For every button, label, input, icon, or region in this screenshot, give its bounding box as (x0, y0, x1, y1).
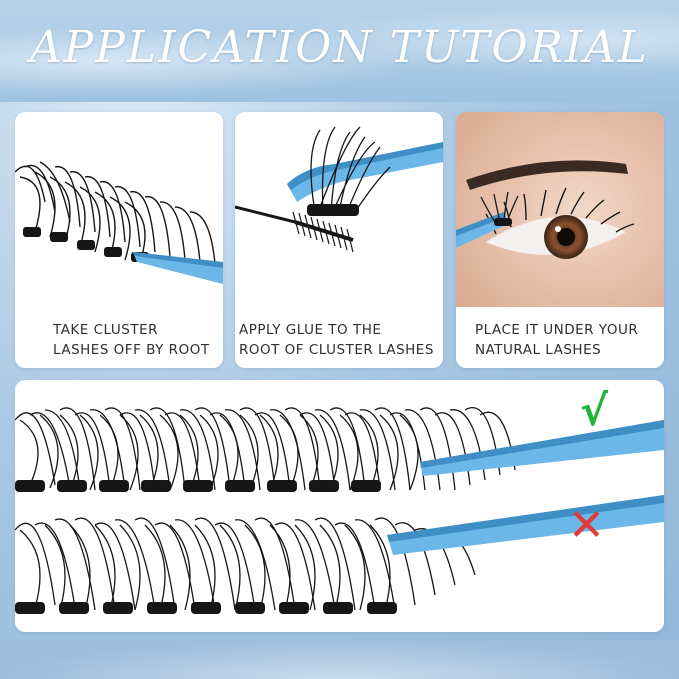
step-1-line-1: TAKE CLUSTER (53, 322, 158, 338)
step-1-image (15, 112, 223, 307)
lash-tweezer-icon (15, 161, 223, 284)
pupil (557, 228, 575, 246)
title-banner (0, 0, 679, 102)
step-2-caption: APPLY GLUE TO THE ROOT OF CLUSTER LASHES (239, 320, 443, 360)
step-1-caption: TAKE CLUSTER LASHES OFF BY ROOT (53, 320, 223, 360)
cluster-lash (480, 191, 519, 225)
footer-cloud (0, 640, 679, 679)
wrong-cross-icon: ✕ (568, 500, 605, 551)
wrong-lash-strip (15, 517, 476, 611)
cluster-lash-strip (15, 161, 216, 265)
step-panel-3: PLACE IT UNDER YOUR NATURAL LASHES (456, 112, 664, 368)
step-2-line-1: APPLY GLUE TO THE (239, 322, 382, 338)
glue-wand-icon (235, 126, 443, 253)
lash-roots (23, 227, 149, 262)
step-3-line-1: PLACE IT UNDER YOUR (475, 322, 639, 338)
skin (456, 112, 664, 307)
wrong-lash-roots (15, 602, 397, 614)
step-panel-1: TAKE CLUSTER LASHES OFF BY ROOT (15, 112, 223, 368)
cluster-lash (310, 126, 391, 213)
step-1-line-2: LASHES OFF BY ROOT (53, 342, 210, 358)
correct-lash-strip (15, 407, 516, 491)
step-2-image (235, 112, 443, 307)
step-2-line-2: ROOT OF CLUSTER LASHES (239, 342, 434, 358)
correct-tweezer (420, 420, 664, 476)
comparison-panel: √ ✕ (15, 380, 664, 632)
lash-root (494, 218, 512, 226)
step-3-caption: PLACE IT UNDER YOUR NATURAL LASHES (475, 320, 664, 360)
wrong-tweezer (387, 495, 664, 555)
step-3-line-2: NATURAL LASHES (475, 342, 602, 358)
eyebrow (466, 160, 628, 190)
lash-root (307, 204, 359, 216)
step-panel-2: APPLY GLUE TO THE ROOT OF CLUSTER LASHES (235, 112, 443, 368)
eye-icon (456, 112, 664, 307)
step-3-image (456, 112, 664, 307)
eye-highlight (555, 226, 561, 232)
page-title: APPLICATION TUTORIAL (29, 22, 650, 73)
comparison-illustration: √ ✕ (15, 386, 664, 614)
correct-check-icon: √ (580, 386, 609, 435)
tweezer (133, 252, 223, 284)
correct-lash-roots (15, 480, 381, 492)
glue-wand (235, 205, 354, 253)
